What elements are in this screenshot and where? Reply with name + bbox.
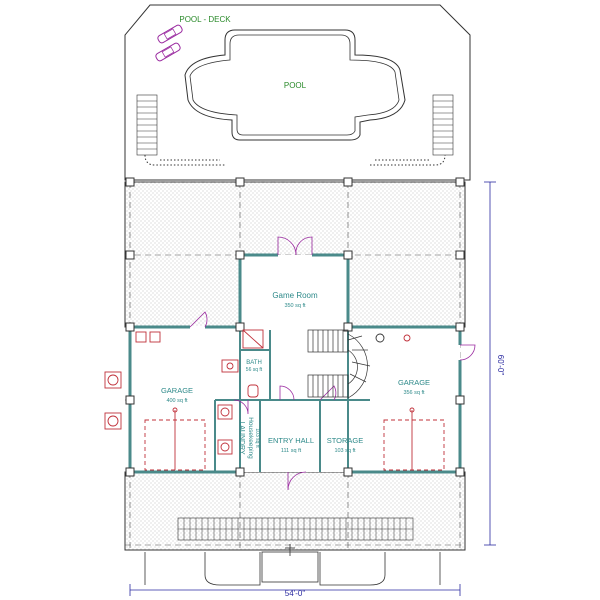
pool-inner-outline	[189, 34, 400, 136]
interior-stair	[307, 329, 371, 399]
bath-fixtures	[221, 329, 264, 398]
exterior-utilities	[104, 371, 122, 430]
columns	[125, 177, 465, 477]
room-label-housekeeping: Housekeeping	[247, 417, 254, 459]
pool-label: POOL	[284, 81, 307, 90]
front-step-ticks	[183, 518, 407, 540]
room-label-storage: STORAGE	[327, 436, 364, 445]
deck-stairs-left	[136, 94, 158, 156]
room-label-bath: BATH	[246, 360, 262, 366]
garage-left-fixtures	[135, 331, 206, 471]
room-area-storage: 103 sq ft	[334, 448, 356, 454]
room-area-bath: 56 sq ft	[246, 367, 263, 373]
dimension-depth	[484, 181, 496, 546]
pool-outline	[184, 29, 406, 141]
pool-deck-label: POOL - DECK	[179, 15, 231, 24]
pool-deck-outline	[124, 4, 471, 181]
room-area-garage-right: 356 sq ft	[403, 390, 425, 396]
dimension-width-label: 54'-0"	[285, 589, 306, 598]
dimension-width	[129, 584, 461, 596]
room-label-garage-left: GARAGE	[161, 386, 193, 395]
car-icon	[155, 42, 181, 62]
laundry-fixtures	[217, 404, 233, 455]
room-area-garage-left: 400 sq ft	[166, 398, 188, 404]
room-label-entry-hall: ENTRY HALL	[268, 436, 314, 445]
room-label-laundry: LAUNDRY	[238, 421, 245, 455]
dimension-depth-label: 60'-0"	[496, 355, 505, 376]
room-label-garage-right: GARAGE	[398, 378, 430, 387]
lower-deck-hatch	[124, 471, 466, 551]
room-area-laundry: 103 sq ft	[254, 428, 260, 448]
room-label-game-room: Game Room	[272, 291, 318, 300]
car-icon	[157, 24, 183, 44]
room-area-entry-hall: 111 sq ft	[281, 448, 302, 454]
front-steps	[177, 517, 414, 541]
front-approach	[144, 544, 441, 586]
room-area-game-room: 350 sq ft	[284, 303, 306, 309]
deck-stairs-right	[432, 94, 454, 156]
doors	[189, 236, 476, 491]
garage-right-fixtures	[375, 333, 445, 471]
deck-railing	[144, 154, 446, 166]
interior-core	[240, 255, 348, 472]
